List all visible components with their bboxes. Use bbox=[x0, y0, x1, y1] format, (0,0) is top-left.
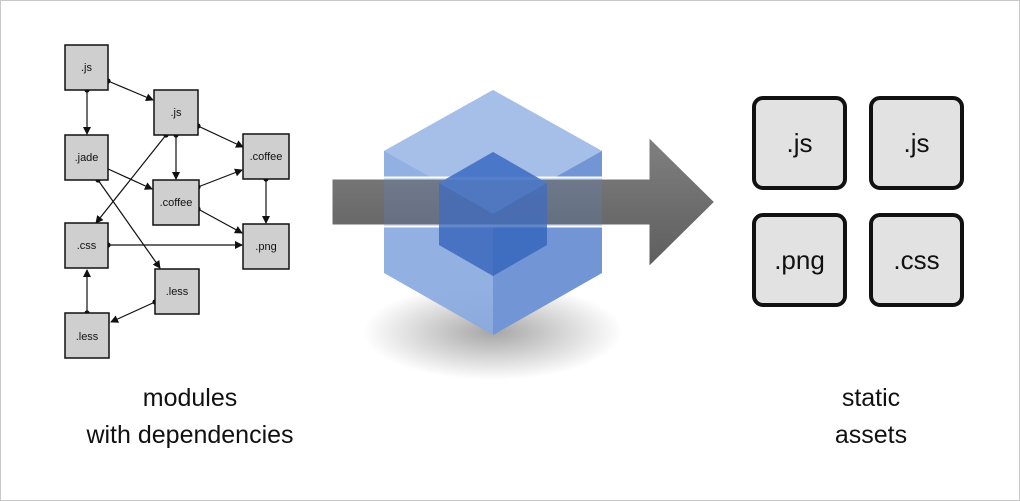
edge-js-to-coffee-right bbox=[197, 125, 244, 148]
asset-tile-css: .css bbox=[869, 213, 964, 307]
module-label: .css bbox=[77, 240, 97, 252]
module-node-coffee-center: .coffee bbox=[152, 179, 200, 226]
asset-label: .js bbox=[787, 128, 813, 158]
module-label: .js bbox=[81, 62, 93, 74]
module-node-png: .png bbox=[242, 223, 290, 270]
assets-caption-line1: static bbox=[842, 384, 900, 412]
module-node-js-1: .js bbox=[64, 44, 109, 91]
module-label: .coffee bbox=[250, 151, 283, 163]
edge-less-to-less bbox=[110, 301, 156, 323]
module-node-coffee-right: .coffee bbox=[242, 133, 290, 180]
asset-tile-js-1: .js bbox=[752, 96, 847, 190]
module-label: .less bbox=[166, 286, 189, 298]
module-label: .png bbox=[255, 241, 276, 253]
asset-label: .js bbox=[904, 128, 930, 158]
module-node-css: .css bbox=[64, 222, 109, 269]
edge-js-to-js bbox=[107, 80, 154, 101]
module-node-js-2: .js bbox=[153, 89, 199, 136]
modules-caption-line1: modules bbox=[143, 384, 238, 412]
edge-coffee-to-png bbox=[197, 208, 243, 234]
module-label: .js bbox=[171, 107, 183, 119]
static-assets: .js .js .png .css bbox=[752, 96, 964, 307]
asset-tile-js-2: .js bbox=[869, 96, 964, 190]
assets-caption-line2: assets bbox=[835, 421, 907, 449]
asset-tile-png: .png bbox=[752, 213, 847, 307]
module-node-jade: .jade bbox=[64, 134, 109, 181]
module-graph: .js .js .jade .coffee .coffee .css .png bbox=[64, 44, 290, 359]
asset-label: .css bbox=[893, 245, 939, 275]
module-label: .jade bbox=[75, 152, 99, 164]
module-label: .less bbox=[76, 331, 99, 343]
module-label: .coffee bbox=[160, 197, 193, 209]
bundler-cube-and-arrow bbox=[329, 90, 719, 380]
edge-jade-to-less bbox=[97, 179, 161, 269]
edge-jade-to-coffee bbox=[105, 167, 153, 190]
module-node-less-left: .less bbox=[64, 312, 110, 359]
dependency-edges bbox=[83, 80, 270, 323]
modules-caption-line2: with dependencies bbox=[85, 421, 293, 449]
module-node-less-right: .less bbox=[154, 268, 200, 315]
asset-label: .png bbox=[774, 245, 825, 275]
edge-coffee-to-coffee bbox=[197, 168, 243, 188]
